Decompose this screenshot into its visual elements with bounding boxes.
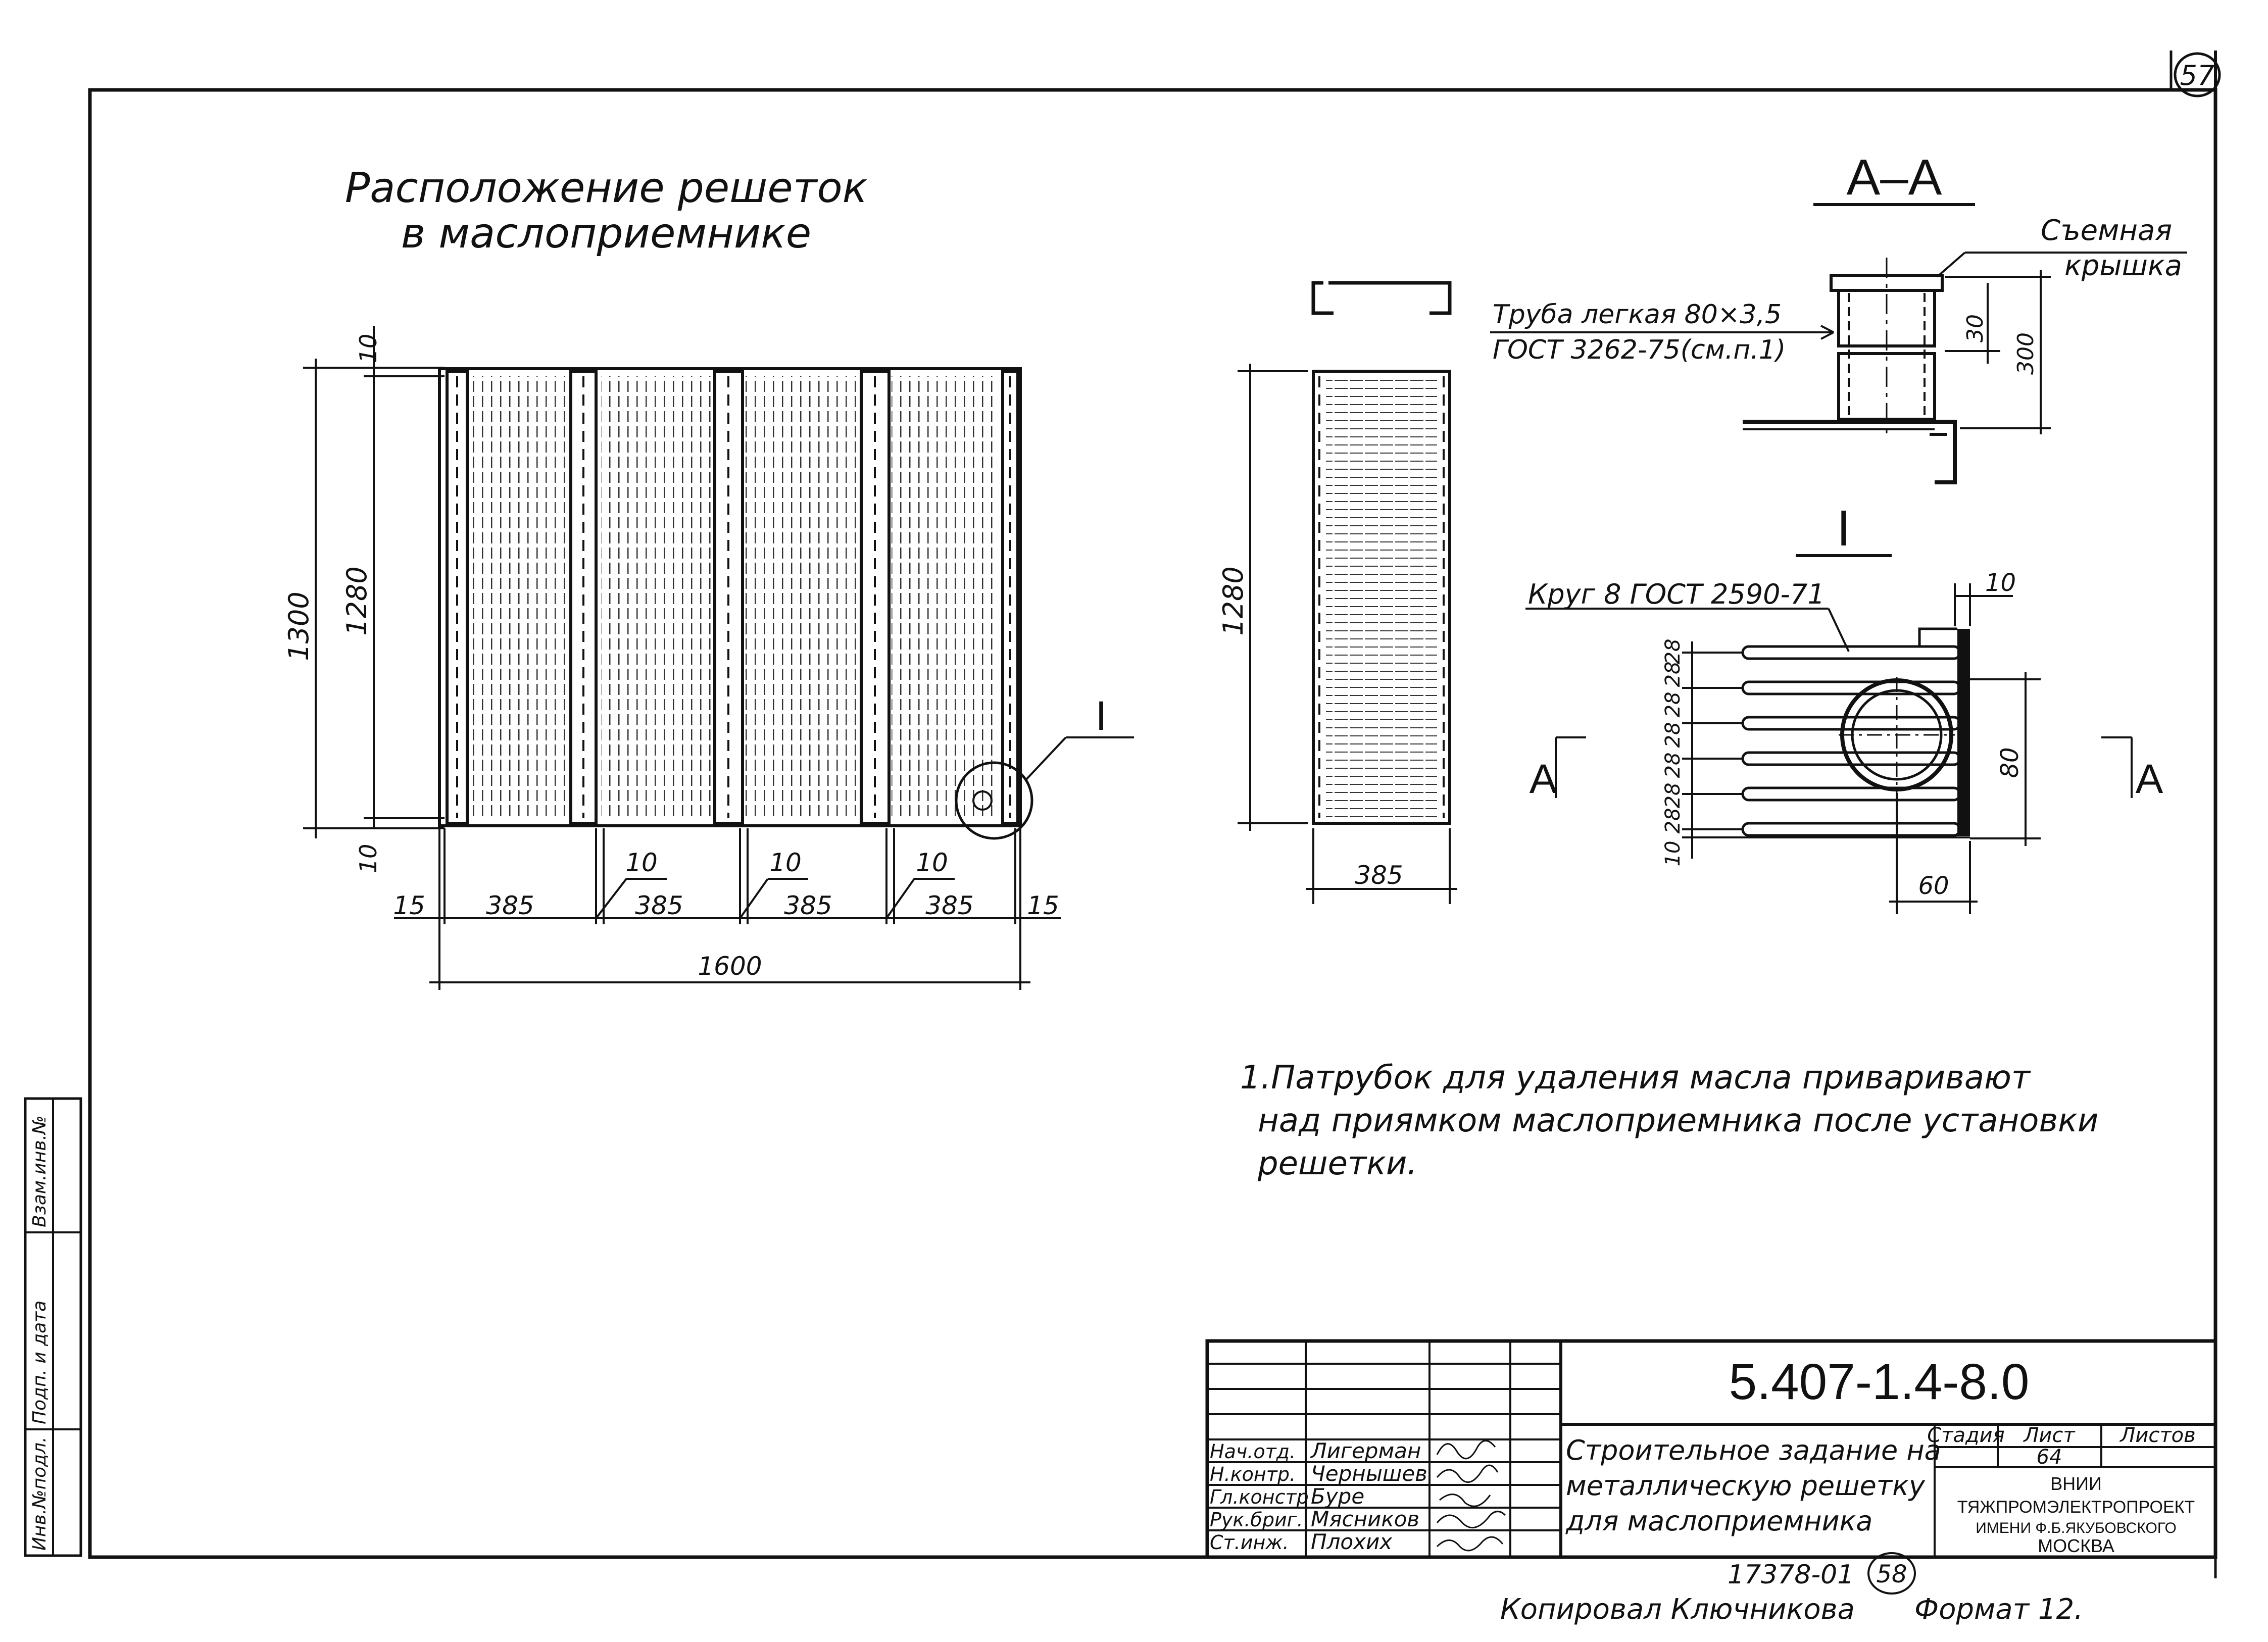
tb-org-3: ИМЕНИ Ф.Б.ЯКУБОВСКОГО — [1976, 1520, 2177, 1536]
tb-col-sheets: Листов — [2119, 1424, 2195, 1447]
pipe-label-1: Труба легкая 80×3,5 — [1493, 300, 1782, 330]
dim-pitch-7: 28 — [1661, 639, 1685, 665]
dim-side-width: 385 — [1355, 861, 1403, 890]
dim-width-c: 385 — [784, 891, 832, 920]
section-aa-title: А–А — [1846, 149, 1942, 206]
stamp-sign-date: Подп. и дата — [29, 1301, 50, 1424]
cut-mark-left: А — [1530, 756, 1557, 802]
detail-i-drawing — [1525, 608, 1970, 837]
tb-role-5: Ст.инж. — [1210, 1531, 1289, 1554]
dim-width-a: 385 — [486, 891, 534, 920]
dim-80: 80 — [1996, 747, 2024, 778]
sheet-number-top: 57 — [2174, 52, 2221, 97]
dim-width-d: 385 — [925, 891, 973, 920]
dim-overall-width: 1600 — [698, 952, 762, 981]
dim-top-gap: 10 — [355, 334, 382, 364]
tb-org-2: ТЯЖПРОМЭЛЕКТРОПРОЕКТ — [1957, 1498, 2195, 1517]
tb-name-2: Чернышев — [1311, 1461, 1427, 1486]
dim-60: 60 — [1918, 872, 1949, 900]
svg-text:57: 57 — [2180, 60, 2215, 91]
dim-pitch-3: 28 — [1661, 722, 1685, 748]
tb-name-3: Буре — [1311, 1484, 1364, 1509]
dim-edge-left: 15 — [393, 891, 425, 920]
tb-name-4: Мясников — [1311, 1507, 1419, 1531]
detail-i-dims — [1555, 583, 2133, 914]
dim-bottom-gap: 10 — [355, 844, 382, 874]
dim-10-top: 10 — [1985, 569, 2016, 597]
footer-format: Формат 12. — [1914, 1593, 2083, 1626]
plan-dims-horizontal — [394, 828, 1061, 990]
dim-gap-3: 10 — [916, 848, 948, 877]
tb-role-3: Гл.констр — [1210, 1486, 1309, 1508]
tb-description-2: металлическую решетку — [1566, 1470, 1926, 1502]
signature-marks — [1436, 1440, 1506, 1552]
dim-pitch-5: 28 — [1661, 783, 1685, 809]
tb-org-4: МОСКВА — [2038, 1535, 2114, 1556]
tb-col-sheet: Лист — [2023, 1424, 2076, 1447]
dim-side-height: 1280 — [1217, 566, 1249, 635]
tb-role-1: Нач.отд. — [1210, 1440, 1296, 1463]
tb-sheet-value: 64 — [2037, 1446, 2062, 1469]
pipe-label-2: ГОСТ 3262-75(см.п.1) — [1493, 335, 1786, 365]
dim-10-bottom: 10 — [1661, 841, 1685, 867]
dim-inner-height: 1280 — [341, 566, 373, 635]
title-block — [1205, 1339, 2217, 1559]
section-aa-dims — [1490, 252, 2187, 434]
dim-300: 300 — [2013, 332, 2039, 375]
dim-pitch-1: 28 — [1661, 662, 1685, 687]
title-block-code: 5.407-1.4-8.0 — [1729, 1354, 2030, 1410]
lid-label-2: крышка — [2064, 250, 2182, 282]
stamp-inv-replace: Взам.инв.№ — [29, 1115, 50, 1227]
dim-width-b: 385 — [635, 891, 683, 920]
dim-edge-right: 15 — [1027, 891, 1059, 920]
tb-name-5: Плохих — [1311, 1529, 1393, 1554]
footer-number: 17378-01 — [1728, 1560, 1854, 1590]
side-stamp: Инв.№подл. Подп. и дата Взам.инв.№ — [24, 1097, 82, 1557]
tb-description-3: для маслоприемника — [1565, 1505, 1872, 1537]
dim-overall-height: 1300 — [283, 591, 315, 661]
grating-plan — [438, 367, 1134, 840]
sheet-frame — [88, 51, 2217, 1578]
detail-i-title: I — [1837, 500, 1851, 557]
lid-label-1: Съемная — [2041, 214, 2172, 247]
footer-copied: Копировал Ключникова — [1500, 1593, 1855, 1626]
note-line-1: 1.Патрубок для удаления масла привариваю… — [1240, 1059, 2031, 1097]
footer-circle — [1867, 1552, 1916, 1595]
plan-title-line1: Расположение решеток — [345, 164, 867, 212]
footer-circled-number: 58 — [1876, 1560, 1907, 1588]
tb-org-1: ВНИИ — [2050, 1473, 2102, 1494]
rod-label: Круг 8 ГОСТ 2590-71 — [1528, 578, 1825, 610]
grating-side-view — [1311, 281, 1452, 825]
detail-marker: I — [1096, 693, 1107, 739]
dim-pitch-2: 28 — [1661, 692, 1685, 718]
side-view-dims — [1238, 364, 1457, 904]
tb-description-1: Строительное задание на — [1566, 1434, 1941, 1466]
dim-gap-2: 10 — [769, 848, 802, 877]
plan-dims-vertical — [303, 326, 445, 838]
note-line-3: решетки. — [1257, 1145, 1417, 1182]
plan-title-line2: в маслоприемнике — [401, 210, 811, 258]
section-aa-drawing — [1743, 258, 1957, 484]
tb-role-2: Н.контр. — [1210, 1463, 1296, 1485]
dim-30: 30 — [1962, 314, 1988, 342]
stamp-inv: Инв.№подл. — [29, 1437, 50, 1551]
tb-role-4: Рук.бриг. — [1210, 1509, 1303, 1531]
cut-mark-right: А — [2136, 756, 2163, 802]
tb-name-1: Лигерман — [1310, 1438, 1421, 1463]
dim-gap-1: 10 — [625, 848, 658, 877]
note-line-2: над приямком маслоприемника после устано… — [1258, 1102, 2098, 1139]
dim-pitch-6: 28 — [1661, 808, 1685, 834]
tb-col-stage: Стадия — [1927, 1424, 2004, 1447]
dim-pitch-4: 28 — [1661, 753, 1685, 778]
